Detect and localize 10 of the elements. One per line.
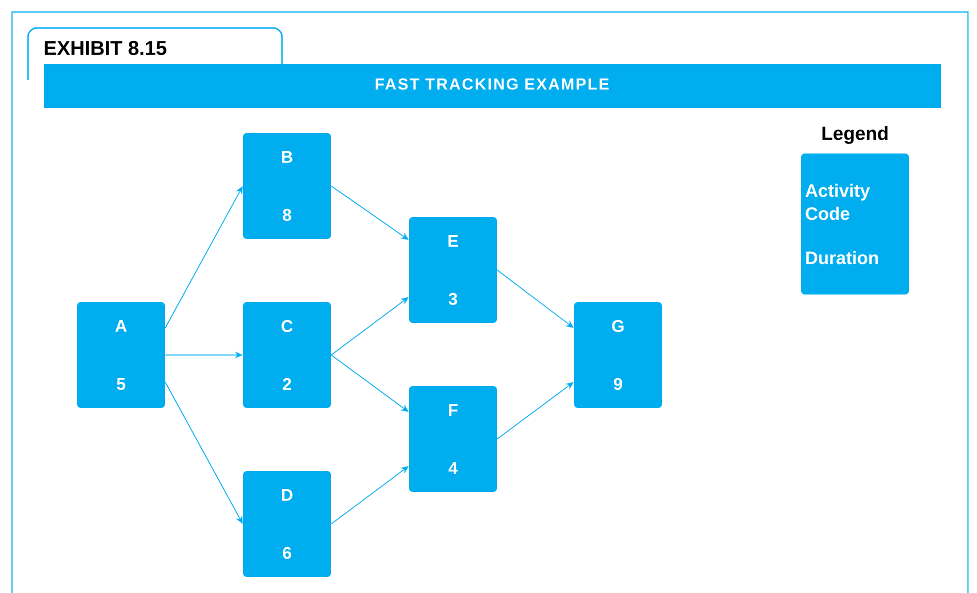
activity-box: D 6 — [243, 471, 331, 577]
activity-box: B 8 — [243, 133, 331, 239]
activity-box: A 5 — [77, 302, 165, 408]
title-bar: FAST TRACKING EXAMPLE — [44, 64, 941, 108]
legend-heading: Legend — [822, 126, 888, 144]
activity-box: F 4 — [409, 386, 497, 492]
activity-box: C 2 — [243, 302, 331, 408]
activity-box: E 3 — [409, 217, 497, 323]
legend-box: Activity Code Duration — [801, 154, 909, 294]
activity-box: G 9 — [574, 302, 662, 408]
